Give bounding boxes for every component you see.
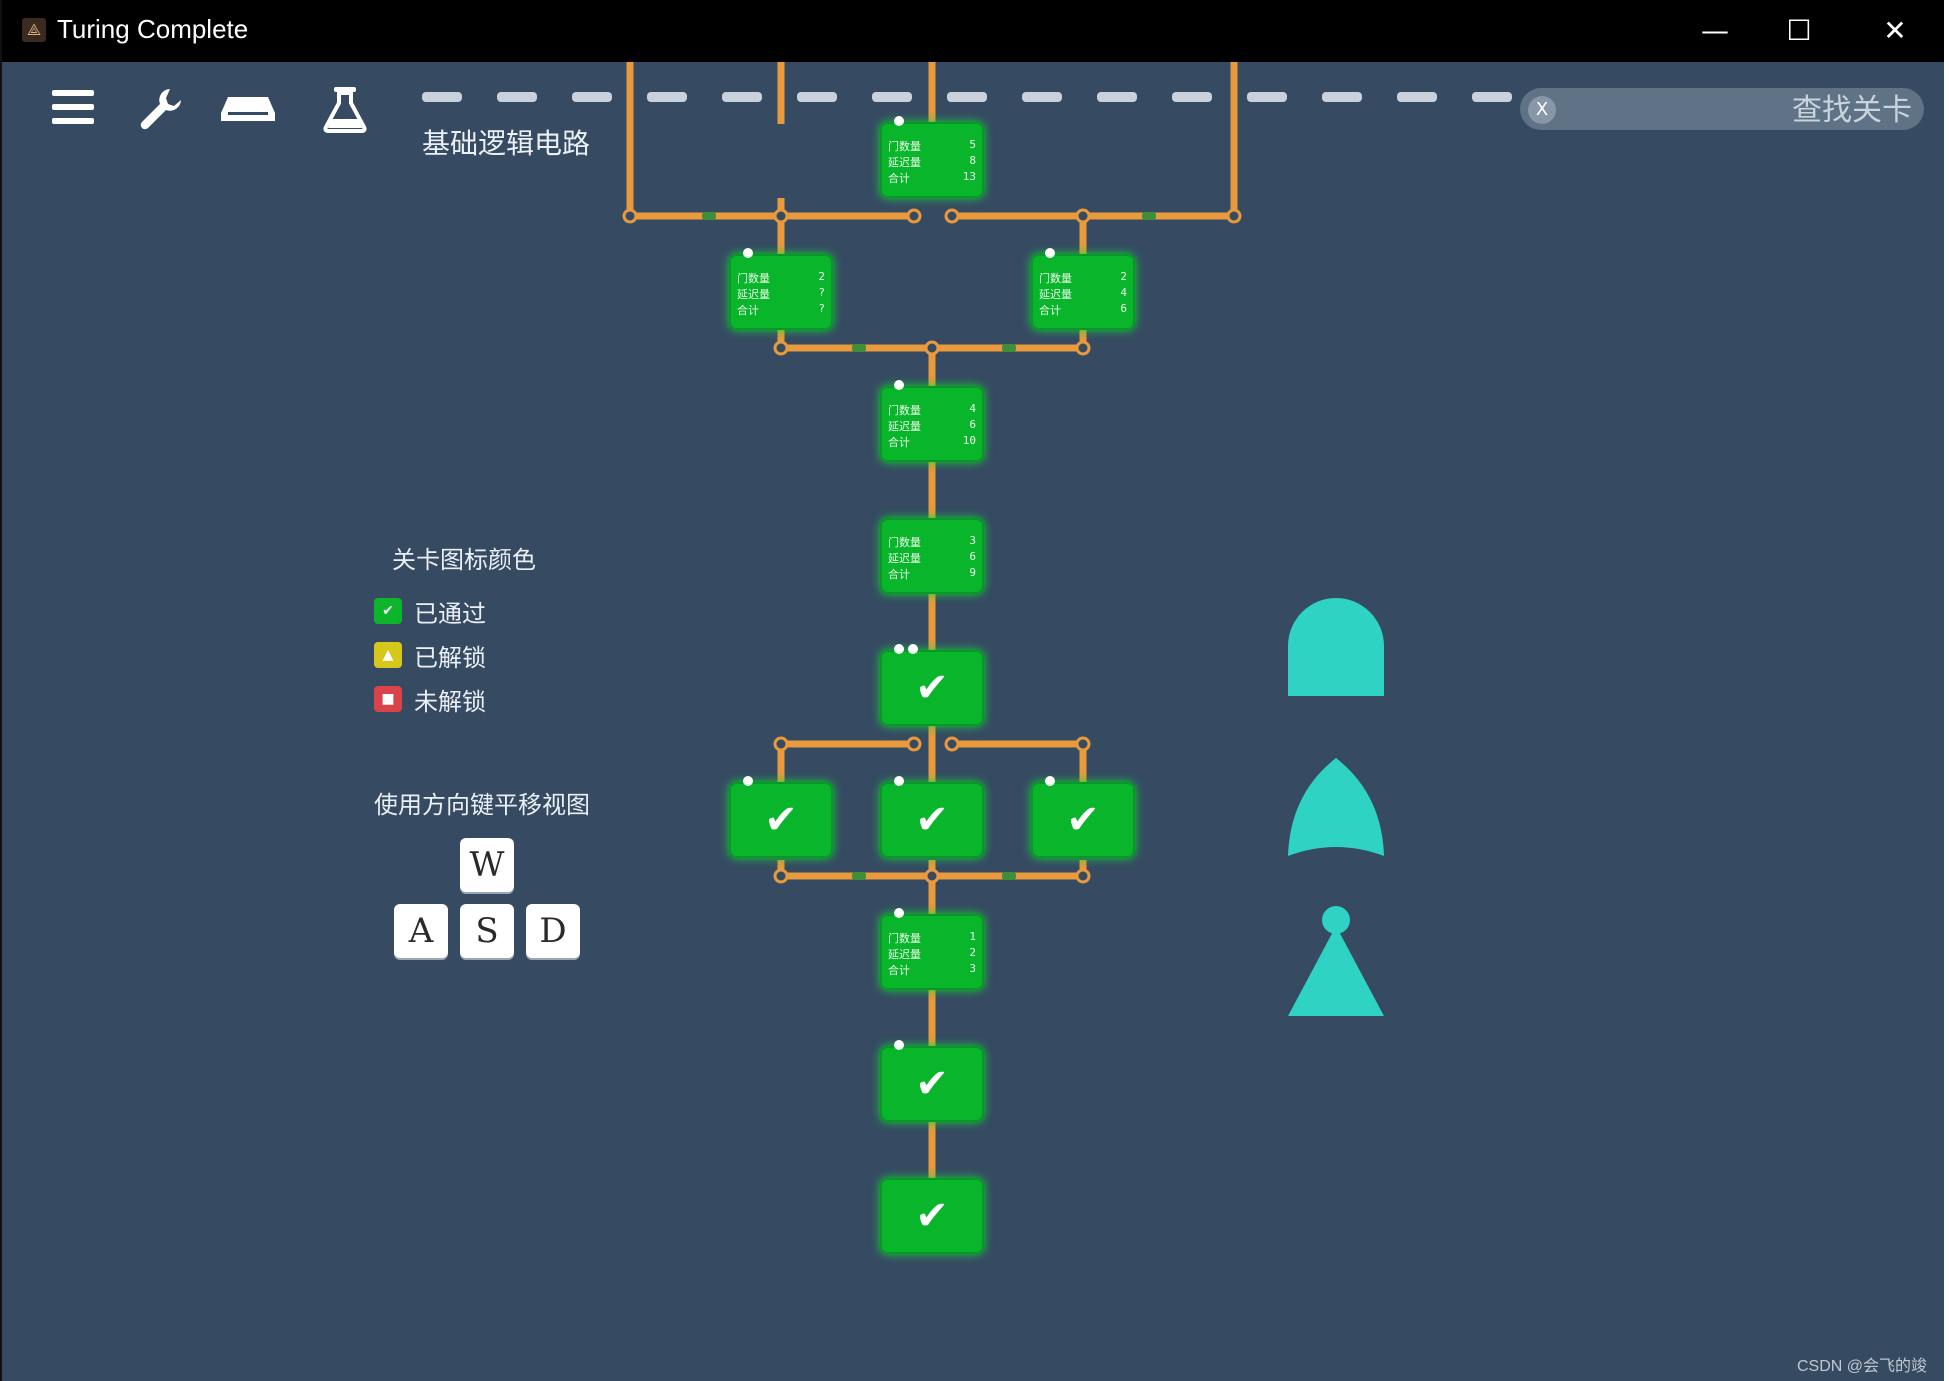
check-icon: ✔ bbox=[1066, 797, 1100, 843]
legend-label: 未解锁 bbox=[414, 687, 486, 716]
menu-icon[interactable] bbox=[50, 85, 96, 133]
level-marker bbox=[894, 908, 904, 918]
legend-item-locked: ■ 未解锁 bbox=[374, 677, 536, 721]
level-node-completed[interactable]: ✔ bbox=[880, 1178, 984, 1254]
category-title: 基础逻辑电路 bbox=[422, 127, 591, 160]
level-marker bbox=[1045, 776, 1055, 786]
stat-delay: 延迟量? bbox=[737, 286, 825, 301]
level-node-completed[interactable]: ✔ bbox=[880, 644, 984, 726]
key-a: A bbox=[394, 904, 448, 958]
level-node-completed[interactable]: ✔ bbox=[729, 776, 833, 858]
level-marker bbox=[894, 116, 904, 126]
level-marker bbox=[1045, 248, 1055, 258]
level-node-completed[interactable]: ✔ bbox=[880, 776, 984, 858]
level-marker bbox=[894, 380, 904, 390]
search-input[interactable] bbox=[1570, 92, 1914, 128]
not-gate-icon bbox=[1286, 906, 1386, 1022]
category-divider bbox=[422, 92, 1522, 108]
check-icon: ✔ bbox=[915, 665, 949, 711]
check-icon: ✔ bbox=[915, 797, 949, 843]
level-marker bbox=[894, 644, 904, 654]
tray-icon[interactable] bbox=[218, 85, 278, 133]
legend-label: 已解锁 bbox=[414, 643, 486, 672]
or-gate-icon bbox=[1286, 756, 1386, 864]
legend-heading: 关卡图标颜色 bbox=[392, 546, 536, 574]
legend-label: 已通过 bbox=[414, 599, 486, 628]
wrench-icon[interactable] bbox=[136, 85, 184, 135]
lock-icon: ■ bbox=[374, 686, 402, 712]
watermark: CSDN @会飞的竣 bbox=[1797, 1358, 1928, 1375]
stat-total: 合计? bbox=[737, 302, 825, 317]
level-node-completed[interactable]: ✔ bbox=[1031, 776, 1135, 858]
title-bar: ⟁ Turing Complete — ☐ ✕ bbox=[2, 0, 1944, 62]
level-marker bbox=[894, 776, 904, 786]
and-gate-icon bbox=[1286, 598, 1386, 702]
app-icon: ⟁ bbox=[22, 18, 46, 42]
level-marker bbox=[908, 644, 918, 654]
check-icon: ✔ bbox=[915, 1193, 949, 1239]
maximize-button[interactable]: ☐ bbox=[1786, 14, 1812, 47]
flask-icon[interactable] bbox=[322, 85, 368, 137]
navigation-hint: 使用方向键平移视图 bbox=[374, 791, 590, 819]
unlock-icon: ▲ bbox=[374, 642, 402, 668]
level-marker bbox=[894, 1040, 904, 1050]
close-button[interactable]: ✕ bbox=[1883, 14, 1907, 47]
key-s: S bbox=[460, 904, 514, 958]
search-clear-button[interactable]: X bbox=[1528, 96, 1556, 124]
level-search[interactable]: X bbox=[1520, 88, 1924, 130]
legend-item-unlocked: ▲ 已解锁 bbox=[374, 633, 536, 677]
check-icon: ✔ bbox=[915, 1061, 949, 1107]
check-icon: ✔ bbox=[374, 598, 402, 624]
check-icon: ✔ bbox=[764, 797, 798, 843]
level-node-completed[interactable]: ✔ bbox=[880, 1040, 984, 1122]
level-marker bbox=[743, 248, 753, 258]
key-w: W bbox=[460, 838, 514, 892]
window-title: Turing Complete bbox=[57, 14, 249, 44]
legend-item-passed: ✔ 已通过 bbox=[374, 589, 536, 633]
level-marker bbox=[743, 776, 753, 786]
key-d: D bbox=[526, 904, 580, 958]
minimize-button[interactable]: — bbox=[1701, 14, 1729, 47]
level-color-legend: 关卡图标颜色 ✔ 已通过 ▲ 已解锁 ■ 未解锁 bbox=[374, 540, 536, 721]
